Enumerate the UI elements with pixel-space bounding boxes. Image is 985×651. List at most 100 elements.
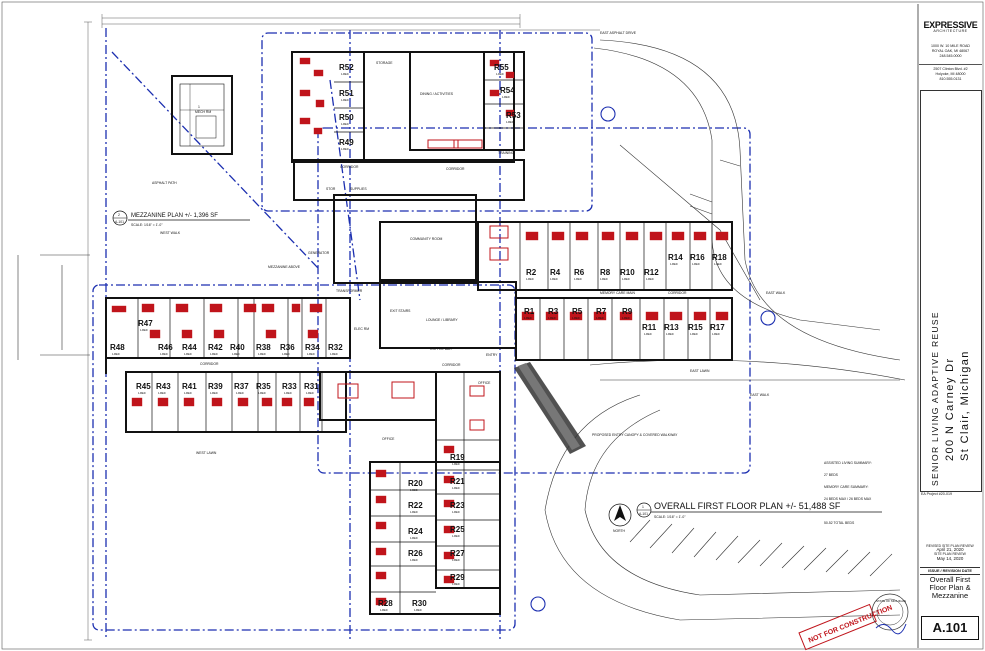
svg-text:SUPPLIES: SUPPLIES <box>350 187 367 191</box>
svg-text:R30: R30 <box>412 599 427 608</box>
site-features <box>17 39 906 621</box>
mezzanine-plan-title: MEZZANINE PLAN +/- 1,396 SF <box>131 213 218 219</box>
address-line: 1000 W. 10 MILE ROAD <box>931 44 970 48</box>
svg-text:EAST WALK: EAST WALK <box>766 291 786 295</box>
svg-text:R42: R42 <box>208 343 223 352</box>
project-address: 200 N Carney Dr <box>944 357 956 461</box>
svg-text:1-BED: 1-BED <box>160 352 168 356</box>
svg-text:1-BED: 1-BED <box>341 98 349 102</box>
room-label: R71-BED <box>596 307 607 320</box>
svg-text:R17: R17 <box>710 323 725 332</box>
svg-text:1-BED: 1-BED <box>184 352 192 356</box>
svg-text:1-BED: 1-BED <box>380 608 388 612</box>
svg-text:R25: R25 <box>450 525 465 534</box>
title-block: EXPRESSIVE ARCHITECTURE 1000 W. 10 MILE … <box>919 4 982 648</box>
svg-text:LOUNGE / LIBRARY: LOUNGE / LIBRARY <box>426 318 458 322</box>
svg-text:1-BED: 1-BED <box>452 582 460 586</box>
svg-text:R2: R2 <box>526 268 537 277</box>
svg-text:R5: R5 <box>572 307 583 316</box>
svg-text:1-BED: 1-BED <box>572 316 580 320</box>
svg-text:R52: R52 <box>339 63 354 72</box>
svg-text:1-BED: 1-BED <box>284 391 292 395</box>
mezzanine-plan-scale: SCALE: 1/16" = 1'-0" <box>131 223 163 227</box>
svg-text:R11: R11 <box>642 323 657 332</box>
svg-text:R4: R4 <box>550 268 561 277</box>
grid-bubbles <box>530 106 776 612</box>
svg-text:ELEC RM: ELEC RM <box>354 327 369 331</box>
space-labels: DINING / ACTIVITIES STORAGE CORRIDOR COR… <box>152 31 786 455</box>
svg-text:STORAGE: STORAGE <box>376 61 393 65</box>
project-info-box: SENIOR LIVING ADAPTIVE REUSE 200 N Carne… <box>920 90 982 492</box>
room-label: R11-BED <box>524 307 535 320</box>
north-arrow: NORTH <box>608 503 632 533</box>
svg-text:R41: R41 <box>182 382 197 391</box>
svg-text:R32: R32 <box>328 343 343 352</box>
firm-logo-text: EXPRESSIVE <box>923 20 978 30</box>
svg-text:1-BED: 1-BED <box>341 72 349 76</box>
interior-partitions <box>137 79 713 614</box>
firm-address-2: 2507 Clinton Blvd. #2 Holyoke, MI 48000 … <box>919 64 982 82</box>
room-label: R51-BED <box>572 307 583 320</box>
svg-text:1-BED: 1-BED <box>158 391 166 395</box>
svg-text:1-BED: 1-BED <box>496 72 504 76</box>
svg-text:1-BED: 1-BED <box>341 122 349 126</box>
svg-text:1-BED: 1-BED <box>306 391 314 395</box>
project-city: St Clair, Michigan <box>959 350 971 461</box>
svg-text:ASSISTED LIVING SUMMARY:: ASSISTED LIVING SUMMARY: <box>824 461 872 465</box>
project-title: SENIOR LIVING ADAPTIVE REUSE <box>930 311 940 486</box>
svg-text:1-BED: 1-BED <box>548 316 556 320</box>
svg-text:OFFICE: OFFICE <box>478 381 491 385</box>
svg-text:1-BED: 1-BED <box>410 536 418 540</box>
first-floor-plan-scale: SCALE: 1/16" = 1'-0" <box>654 515 686 519</box>
svg-text:R6: R6 <box>574 268 585 277</box>
svg-text:R43: R43 <box>156 382 171 391</box>
svg-text:R31: R31 <box>304 382 319 391</box>
svg-text:R16: R16 <box>690 253 705 262</box>
sheet-number-box: A.101 <box>921 616 979 640</box>
svg-text:R44: R44 <box>182 343 197 352</box>
room-label: R21-BED <box>526 268 537 281</box>
svg-text:1-BED: 1-BED <box>526 277 534 281</box>
svg-text:1-BED: 1-BED <box>232 352 240 356</box>
svg-text:R27: R27 <box>450 549 465 558</box>
svg-text:R51: R51 <box>339 89 354 98</box>
svg-text:1-BED: 1-BED <box>112 352 120 356</box>
svg-text:EAST WALK: EAST WALK <box>750 393 770 397</box>
svg-text:R53: R53 <box>506 111 521 120</box>
svg-text:1-BED: 1-BED <box>452 486 460 490</box>
mezzanine-plan: 1 MECH RM <box>171 75 233 155</box>
svg-text:R8: R8 <box>600 268 611 277</box>
mezzanine-title: 2 A-101 MEZZANINE PLAN +/- 1,396 SF SCAL… <box>112 210 250 227</box>
svg-text:27 BEDS: 27 BEDS <box>824 473 839 477</box>
svg-text:COMMUNITY ROOM: COMMUNITY ROOM <box>410 237 443 241</box>
room-label: R31-BED <box>548 307 559 320</box>
svg-text:TRANSFORMER: TRANSFORMER <box>336 289 363 293</box>
svg-text:1-BED: 1-BED <box>307 352 315 356</box>
svg-text:MEZZANINE ABOVE: MEZZANINE ABOVE <box>268 265 301 269</box>
mech-room-number: 1 <box>198 105 200 109</box>
svg-text:COFFEE BAR: COFFEE BAR <box>430 347 452 351</box>
svg-text:R19: R19 <box>450 453 465 462</box>
building-walls <box>105 51 733 615</box>
svg-text:1-BED: 1-BED <box>600 277 608 281</box>
svg-text:1-BED: 1-BED <box>184 391 192 395</box>
svg-text:1-BED: 1-BED <box>258 352 266 356</box>
svg-text:R36: R36 <box>280 343 295 352</box>
svg-text:R39: R39 <box>208 382 223 391</box>
svg-text:R54: R54 <box>500 86 515 95</box>
svg-text:1-BED: 1-BED <box>410 510 418 514</box>
